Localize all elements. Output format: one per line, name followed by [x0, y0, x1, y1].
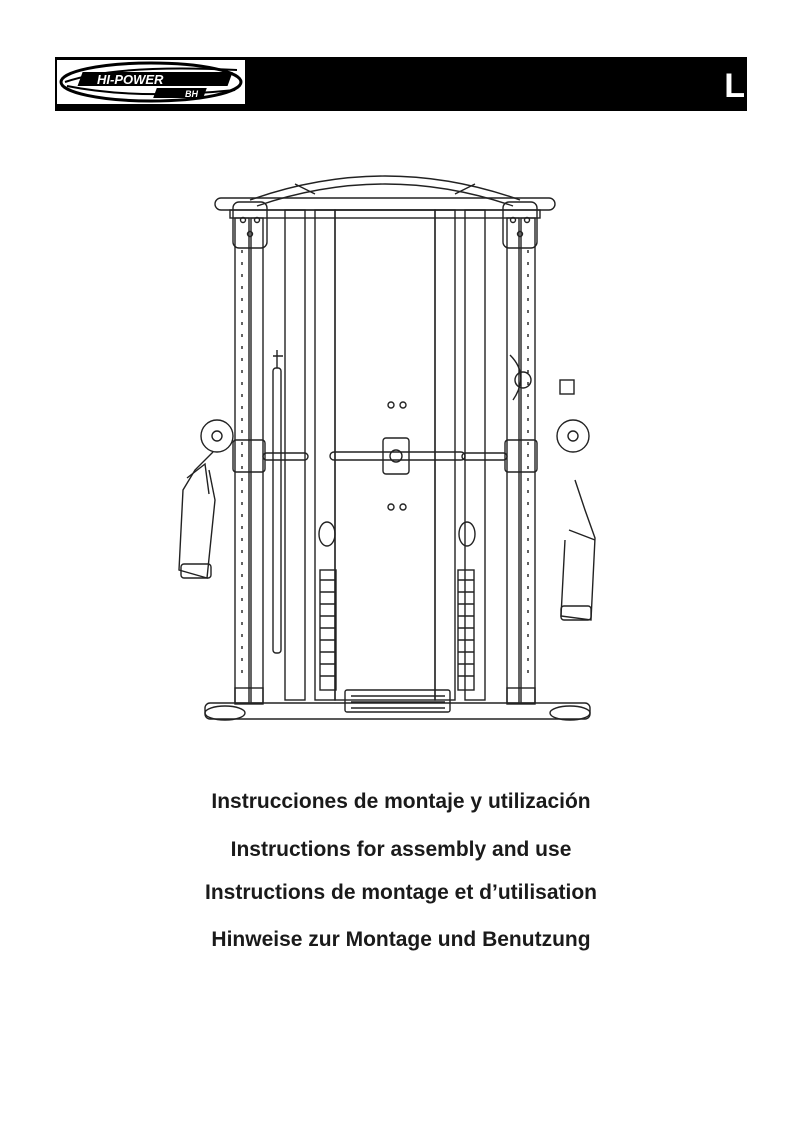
hipower-bh-logo-icon: HI-POWER BH — [59, 61, 243, 103]
title-spanish: Instrucciones de montaje y utilización — [211, 790, 591, 813]
brand-logo: HI-POWER BH — [57, 60, 245, 104]
brand-sub: BH — [185, 89, 198, 99]
machine-illustration — [165, 160, 605, 735]
header-bar: HI-POWER BH L — [55, 57, 747, 111]
title-french: Instructions de montage et d’utilisation — [204, 881, 598, 904]
model-code: L — [724, 67, 745, 105]
title-english: Instructions for assembly and use — [230, 838, 572, 861]
brand-main: HI-POWER — [97, 72, 164, 87]
title-german: Hinweise zur Montage und Benutzung — [211, 928, 591, 951]
functional-trainer-machine-drawing-icon — [178, 175, 596, 721]
